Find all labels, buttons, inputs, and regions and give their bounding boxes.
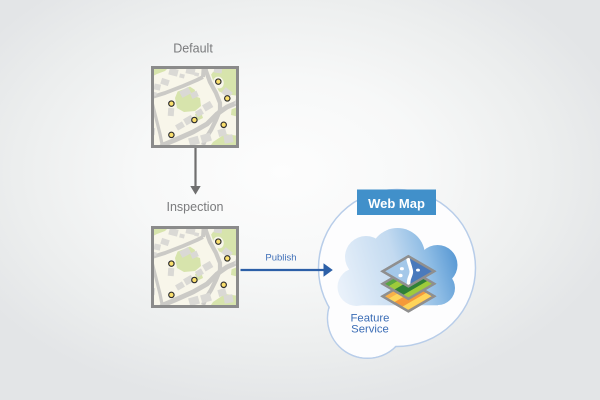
svg-text:Publish: Publish [265,253,296,264]
svg-text:Default: Default [173,42,213,56]
svg-text:Inspection: Inspection [167,200,224,214]
svg-text:Service: Service [351,324,389,336]
svg-text:Web Map: Web Map [368,196,425,211]
svg-text:Feature: Feature [351,313,390,325]
